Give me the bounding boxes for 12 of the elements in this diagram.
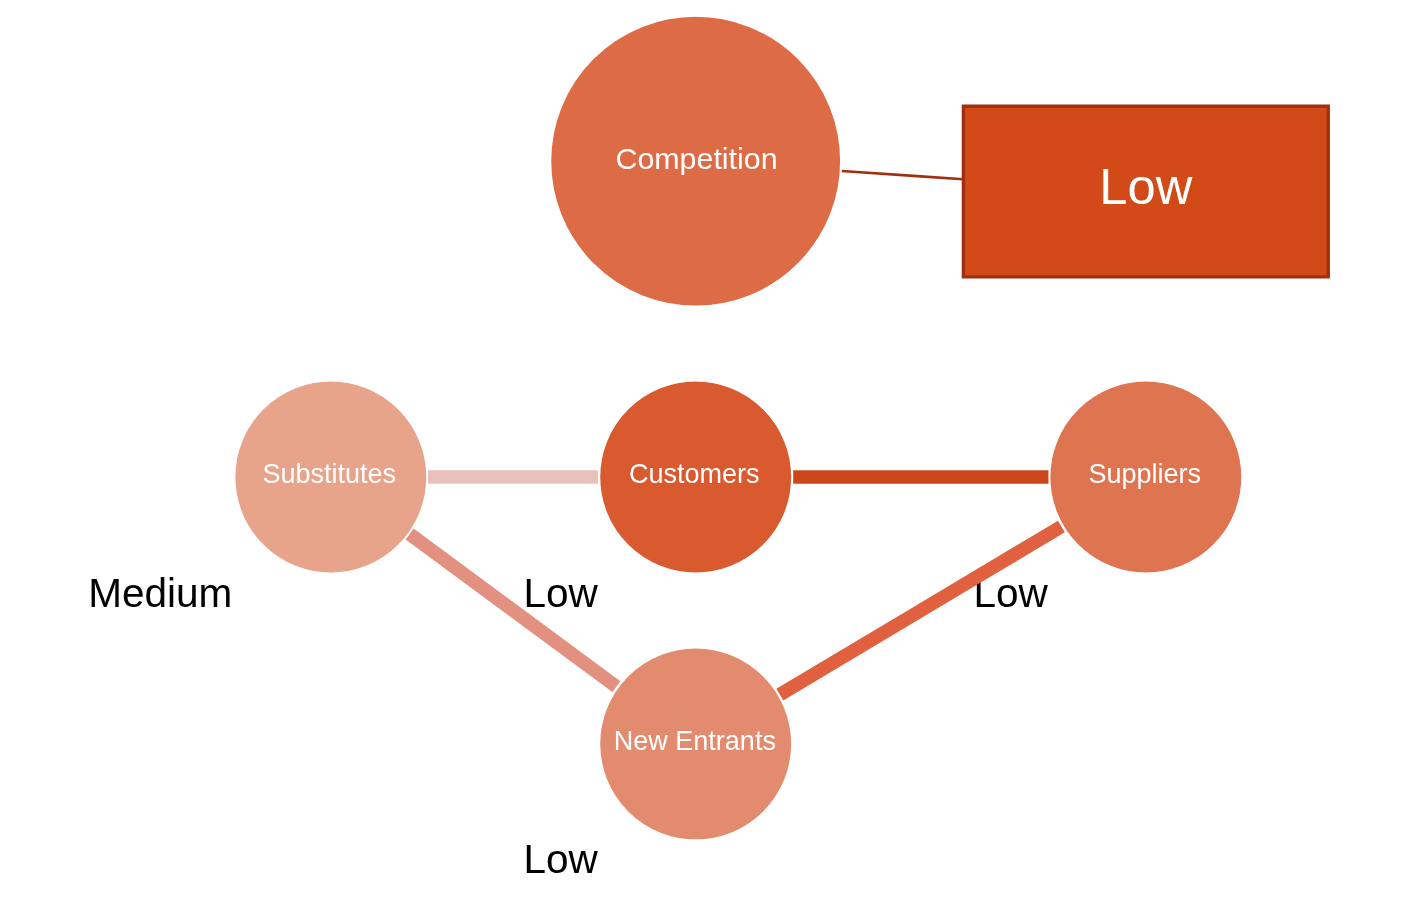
node-label: Medium: [88, 569, 233, 616]
node-label: Low: [973, 569, 1048, 616]
connector: [776, 520, 1065, 701]
connector: [405, 528, 621, 693]
node-label: Low: [523, 569, 598, 616]
connector: [841, 169, 964, 181]
connector: [427, 470, 598, 484]
node-circle: Suppliers: [1047, 378, 1245, 576]
node-box: Low: [961, 104, 1330, 279]
node-circle: Substitutes: [232, 378, 430, 576]
node-label: Low: [523, 836, 598, 883]
connector: [793, 470, 1049, 484]
